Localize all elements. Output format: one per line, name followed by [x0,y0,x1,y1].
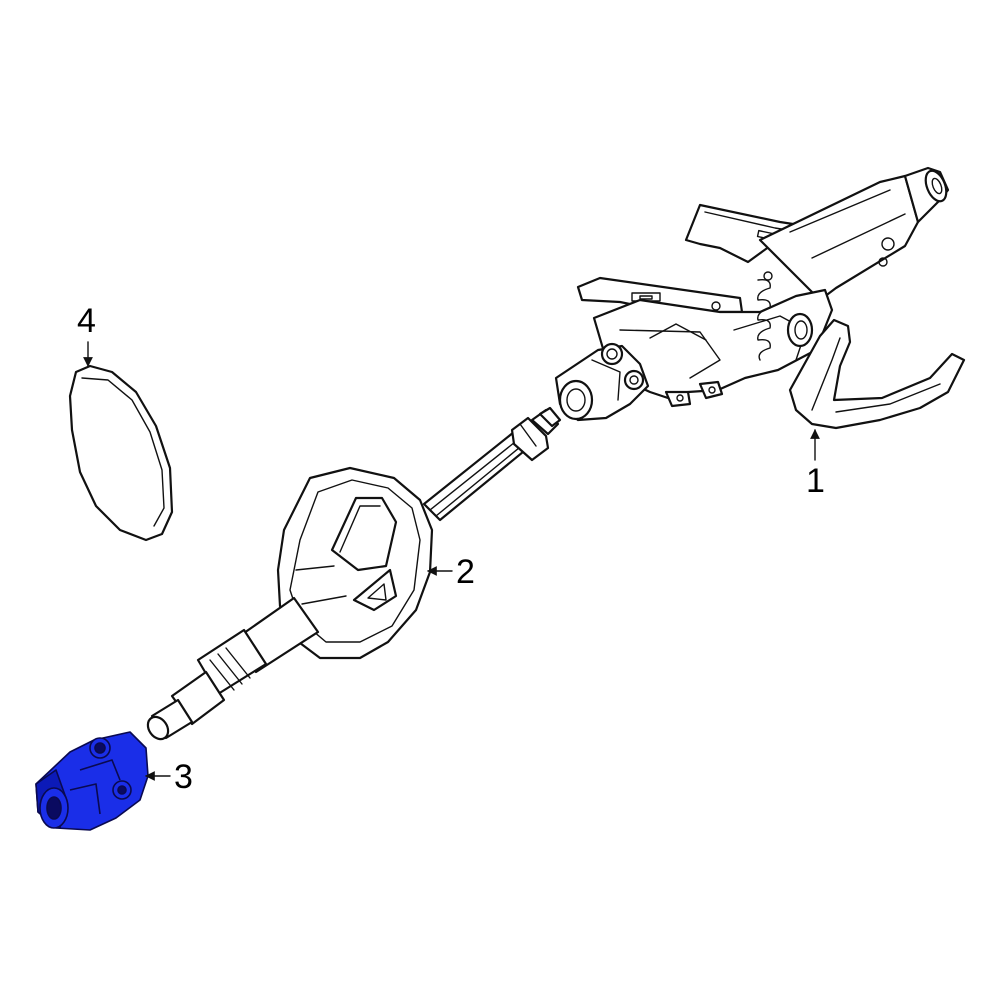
callout-3: 3 [145,758,193,796]
callout-label-2: 2 [456,553,475,591]
callout-2: 2 [427,553,475,591]
part-1-steering-column[interactable] [554,166,966,430]
callout-1: 1 [806,429,825,500]
part-4-seal[interactable] [68,364,174,542]
part-3-universal-joint[interactable] [35,731,149,831]
callout-4: 4 [77,302,96,367]
part-2-intermediate-shaft[interactable] [144,406,562,743]
callout-label-4: 4 [77,302,96,340]
callout-label-1: 1 [806,462,825,500]
callout-label-3: 3 [174,758,193,796]
